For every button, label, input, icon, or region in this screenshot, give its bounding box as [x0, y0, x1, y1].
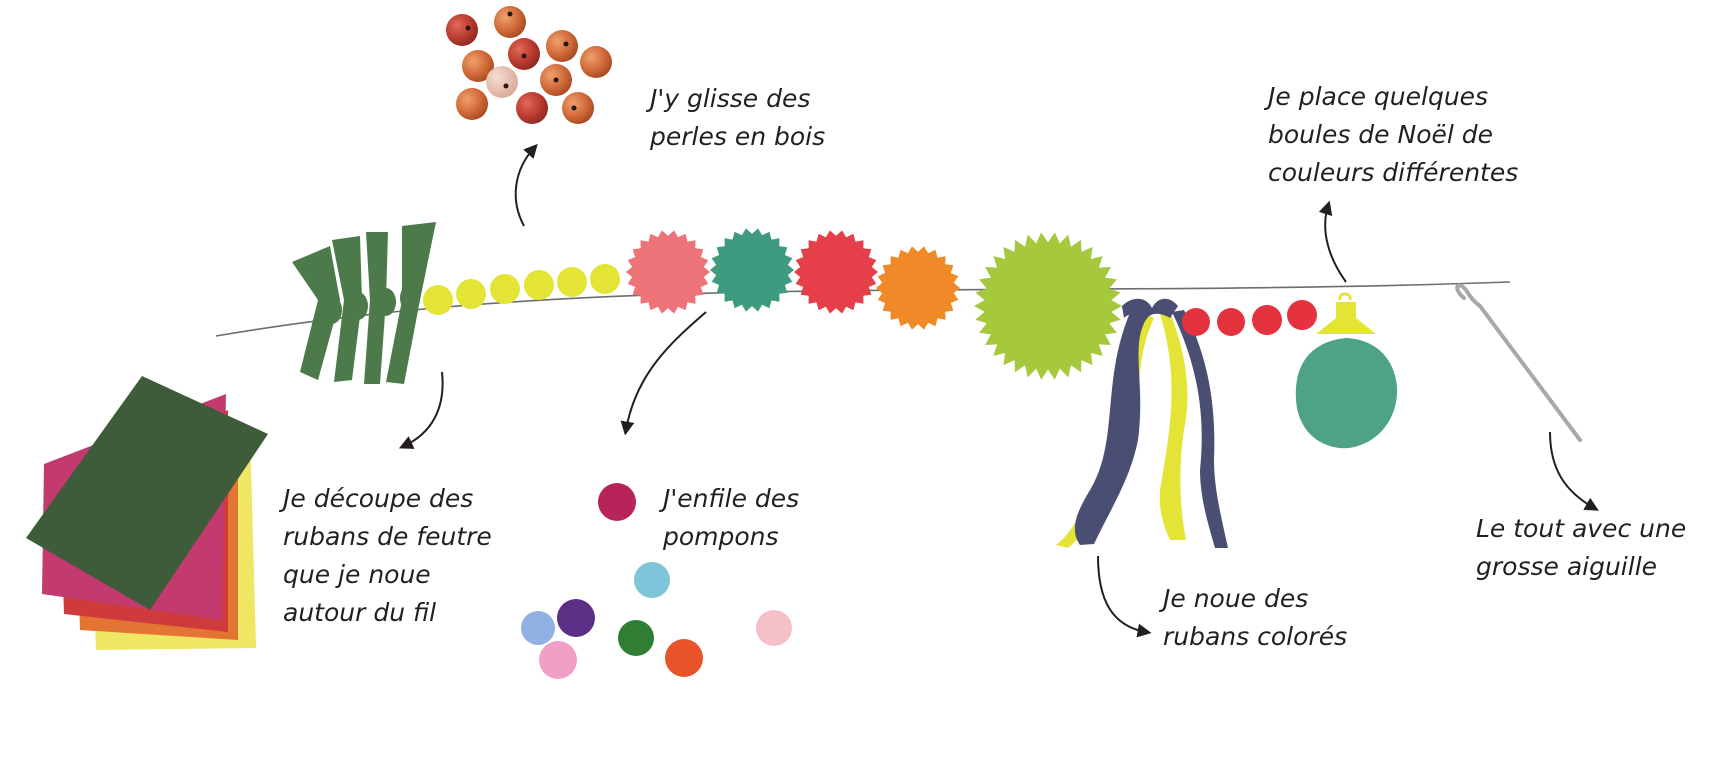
pompom-lime	[974, 232, 1122, 380]
arrow-balls	[1318, 200, 1347, 283]
caption-needle: Le tout avec une grosse aiguille	[1476, 514, 1687, 581]
caption-wooden-beads: J'y glisse des perles en bois	[650, 84, 826, 151]
colored-ribbons	[1056, 298, 1228, 548]
caption-colored-ribbons: Je noue des rubans colorés	[1163, 584, 1348, 651]
caption-pompoms: J'enfile des pompons	[663, 484, 800, 551]
yellow-beads	[423, 264, 620, 315]
pompom-orange	[876, 246, 960, 330]
arrow-ribbons	[1097, 555, 1152, 638]
needle	[1455, 283, 1582, 442]
pompom-row	[626, 228, 1122, 380]
felt-sheets-photo	[26, 376, 268, 650]
arrow-pompoms	[620, 311, 707, 436]
red-beads	[1182, 300, 1317, 336]
pompom-red	[794, 230, 878, 314]
felt-ribbons	[292, 222, 436, 384]
caption-christmas-balls: Je place quelques boules de Noël de coul…	[1268, 82, 1519, 187]
pompoms-photo	[521, 483, 792, 679]
caption-felt-ribbons: Je découpe des rubans de feutre que je n…	[283, 484, 492, 627]
christmas-ball	[1295, 292, 1398, 449]
arrow-beads	[514, 143, 538, 227]
arrow-felt	[398, 371, 444, 449]
pompom-teal	[710, 228, 794, 312]
arrow-needle	[1549, 431, 1599, 511]
wooden-beads-photo	[446, 6, 612, 124]
pompom-pink	[626, 230, 710, 314]
callout-arrows	[398, 143, 1599, 638]
